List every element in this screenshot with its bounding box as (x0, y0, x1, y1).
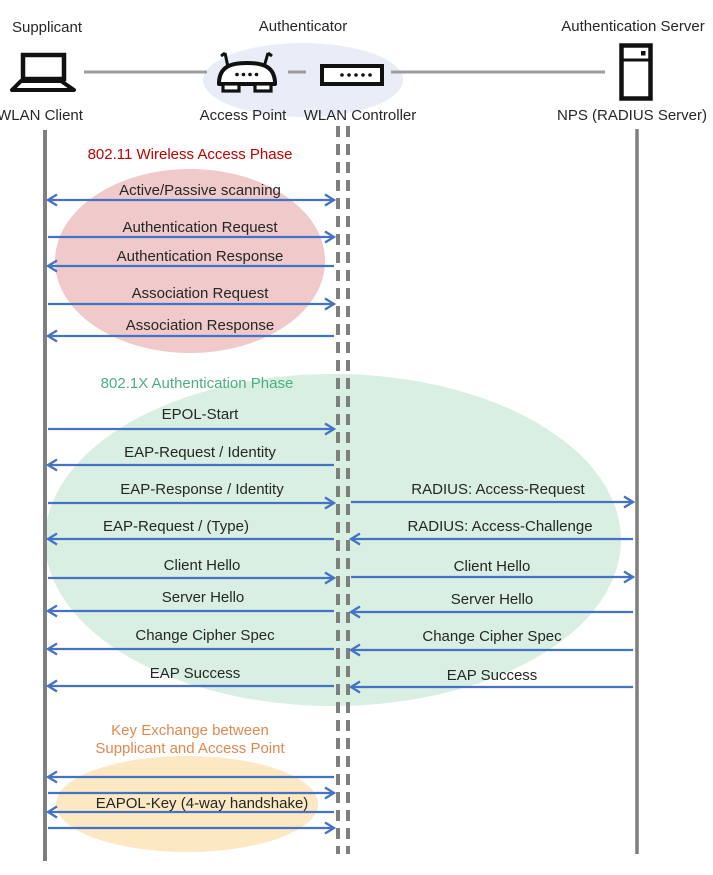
message-label: Authentication Request (122, 219, 278, 236)
message-label: EAP-Request / Identity (124, 444, 276, 461)
message-label: Server Hello (161, 589, 245, 606)
laptop-icon (10, 52, 76, 92)
device-label-wlan-controller: WLAN Controller (303, 107, 417, 124)
role-label-authenticator: Authenticator (258, 18, 348, 35)
arrowhead-right-icon (324, 786, 337, 800)
arrowhead-right-icon (324, 422, 337, 436)
arrowhead-left-icon (45, 193, 58, 207)
arrowhead-right-icon (623, 570, 636, 584)
message-label: Client Hello (453, 558, 531, 575)
arrowhead-left-icon (45, 805, 58, 819)
message-label: RADIUS: Access-Request (411, 481, 585, 498)
arrowhead-left-icon (45, 604, 58, 618)
message-label: Change Cipher Spec (422, 628, 562, 645)
message-label: Server Hello (450, 591, 534, 608)
arrowhead-right-icon (324, 571, 337, 585)
message-label: Change Cipher Spec (135, 627, 275, 644)
arrowhead-left-icon (45, 458, 58, 472)
arrowhead-left-icon (348, 643, 361, 657)
device-label-nps-radius-server: NPS (RADIUS Server) (556, 107, 708, 124)
message-label: EAP Success (149, 665, 241, 682)
message-label: RADIUS: Access-Challenge (407, 518, 593, 535)
access-point-icon (217, 51, 277, 93)
arrowhead-right-icon (324, 821, 337, 835)
arrowhead-left-icon (45, 329, 58, 343)
arrowhead-left-icon (45, 679, 58, 693)
device-label-access-point: Access Point (199, 107, 287, 124)
arrowhead-right-icon (324, 193, 337, 207)
message-label: EAP Success (446, 667, 538, 684)
server-icon (619, 43, 653, 101)
role-label-authentication-server: Authentication Server (561, 18, 705, 35)
arrowhead-left-icon (45, 642, 58, 656)
message-label: EPOL-Start (161, 406, 239, 423)
message-label: Association Request (131, 285, 269, 302)
phase-title-keyexchange: Key Exchange between Supplicant and Acce… (95, 722, 285, 757)
arrowhead-right-icon (324, 496, 337, 510)
arrowhead-left-icon (45, 532, 58, 546)
arrowhead-left-icon (348, 605, 361, 619)
arrowhead-left-icon (45, 770, 58, 784)
arrowhead-left-icon (45, 259, 58, 273)
wlan-controller-icon (320, 64, 384, 86)
message-label: Association Response (125, 317, 275, 334)
arrowhead-left-icon (348, 680, 361, 694)
arrowhead-right-icon (324, 297, 337, 311)
message-label: Authentication Response (116, 248, 284, 265)
phase-80211-ellipse (55, 169, 325, 353)
message-label: Client Hello (163, 557, 241, 574)
phase-title-8021x: 802.1X Authentication Phase (100, 375, 294, 392)
arrowhead-right-icon (623, 495, 636, 509)
device-label-wlan-client: WLAN Client (0, 107, 83, 124)
phase-title-80211: 802.11 Wireless Access Phase (87, 146, 293, 163)
arrowhead-left-icon (348, 532, 361, 546)
message-label: EAP-Request / (Type) (103, 518, 249, 535)
message-label: EAP-Response / Identity (120, 481, 284, 498)
message-label: Active/Passive scanning (119, 182, 281, 199)
arrowhead-right-icon (324, 230, 337, 244)
message-label: EAPOL-Key (4-way handshake) (95, 795, 309, 812)
role-label-supplicant: Supplicant (11, 19, 83, 36)
